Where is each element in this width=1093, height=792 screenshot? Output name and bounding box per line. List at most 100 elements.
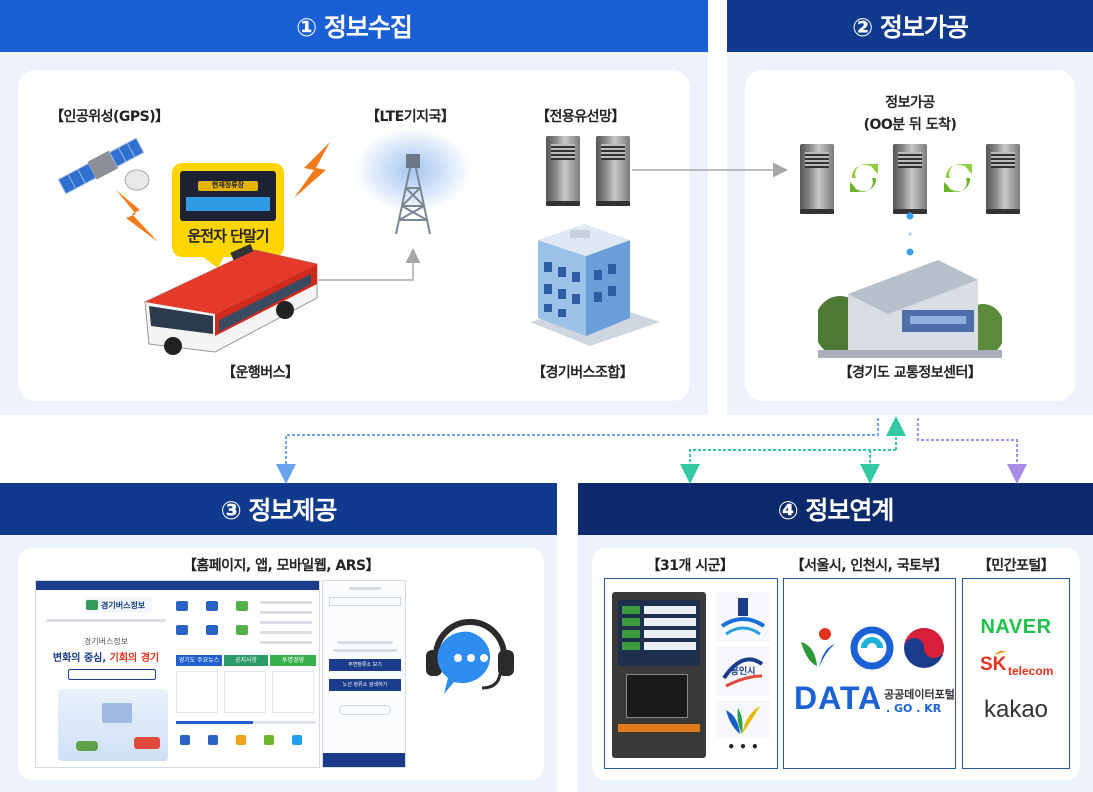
website-service-grid [176,599,256,645]
service-icon [176,601,188,611]
website-subtitle: 경기버스정보 [83,637,129,646]
server-icon [986,144,1020,214]
data-portal-domain: . GO . KR [886,702,942,715]
process-title-line2: (OO분 뒤 도착) [863,117,957,133]
satellite-icon [57,137,150,195]
mobile-bottom-nav [323,753,405,767]
website-search-input[interactable] [68,669,156,680]
server-icon [596,136,630,206]
portals-box [962,578,1070,769]
news-card [176,671,218,713]
signal-bolt-icon [116,190,158,242]
service-icon [206,625,218,635]
portals-label: 【민간포털】 [977,558,1055,574]
city-emblem-icon [716,646,770,696]
mobile-route-search-button[interactable]: 노선 정류소 검색하기 [329,679,401,691]
service-icon [236,625,248,635]
section-header-process: ② 정보가공 [727,0,1093,52]
terminal-screen: 현재정류장 [180,171,276,221]
sk-butterfly-icon [994,650,1006,656]
lte-glow [356,128,470,212]
data-portal-logo: DATA [794,680,883,716]
dot-connector [906,212,914,256]
terminal-screen-route [186,197,270,211]
bus-label: 【운행버스】 [222,365,299,381]
naver-logo: NAVER [980,616,1052,638]
news-card [272,671,314,713]
bus-stop-terminal [612,592,706,758]
cities-label: 【31개 시군】 [646,558,735,574]
sk-telecom-logo: SK telecom [962,650,1070,682]
city-emblem-icon [716,592,770,642]
website-app-icons [176,731,316,761]
signal-bolt-icon [294,142,330,198]
server-icon [893,144,927,214]
union-label: 【경기버스조합】 [532,365,634,381]
hero-screen [102,703,132,723]
hero-bus [134,737,160,749]
website-hero-illustration [58,689,168,761]
lte-label: 【LTE기지국】 [366,109,455,125]
terminal-screen-text: 현재정류장 [211,181,245,189]
website-slogan: 변화의 중심, 기회의 경기 [36,649,176,664]
data-portal-name: 공공데이터포털 [884,688,955,701]
website-logo-text: 경기버스정보 [101,601,146,610]
section-header-provide: ③ 정보제공 [0,483,557,535]
website-logo-mark [86,600,98,610]
service-icon [206,601,218,611]
service-icon [236,601,248,611]
terminal-display [618,600,700,666]
website-progress-bar [176,721,316,724]
website-tab-news[interactable]: 경기도 주요뉴스 [176,655,222,666]
ars-headset-icon [426,619,514,694]
metro-label: 【서울시, 인천시, 국토부】 [790,558,948,574]
more-cities-indicator: • • • [727,740,759,754]
network-label: 【전용유선망】 [536,109,625,125]
mobile-web-screenshot: 주변정류소 보기 노선 정류소 검색하기 [322,580,406,768]
lte-tower-icon [395,153,431,235]
slogan-part-a: 변화의 중심, [52,653,110,664]
incheon-emblem-icon [850,626,894,670]
website-tab-transparency[interactable]: 투명경영 [270,655,316,666]
process-title-line1: 정보가공 [885,95,935,111]
website-tab-notice[interactable]: 공지사항 [224,655,268,666]
bus-icon [144,243,318,355]
terminal-panel [626,674,688,718]
driver-terminal-label: 운전자 단말기 [187,227,269,245]
mobile-option-button[interactable] [339,705,391,715]
website-topbar [36,581,319,590]
website-nav [46,619,166,622]
terminal-ticker [618,724,700,732]
sk-logo-text: SK [980,654,1007,675]
traffic-center-building-icon [818,260,1002,358]
bubble-tail [196,252,226,268]
city-emblem-icon [716,700,770,738]
website-news-cards [176,671,316,715]
server-icon [546,136,580,206]
terminal-screen-bar [198,181,258,191]
recycle-icon [944,164,972,192]
gps-label: 【인공위성(GPS)】 [50,109,169,125]
union-building-icon [530,224,660,346]
mobile-search-input[interactable] [329,597,401,606]
traffic-center-label: 【경기도 교통정보센터】 [838,365,982,381]
yongin-emblem-text: 용인시 [730,667,756,677]
service-icon [176,625,188,635]
hero-tree [76,741,98,751]
website-screenshot: 경기버스정보 경기버스정보 변화의 중심, 기회의 경기 경기도 주요뉴스 공지… [35,580,320,768]
molit-emblem-icon [904,628,944,668]
sk-logo-sub: telecom [1008,664,1054,678]
server-icon [800,144,834,214]
provide-label: 【홈페이지, 앱, 모바일웹, ARS】 [182,558,380,574]
mobile-nearby-stops-button[interactable]: 주변정류소 보기 [329,659,401,671]
kakao-logo: kakao [983,696,1049,723]
section-header-collect: ① 정보수집 [0,0,708,52]
website-right-list [260,599,316,653]
news-card [224,671,266,713]
section-header-link: ④ 정보연계 [578,483,1093,535]
recycle-icon [850,164,878,192]
slogan-part-b: 기회의 경기 [109,653,160,664]
website-logo: 경기버스정보 [84,597,152,613]
mobile-header [349,587,381,590]
